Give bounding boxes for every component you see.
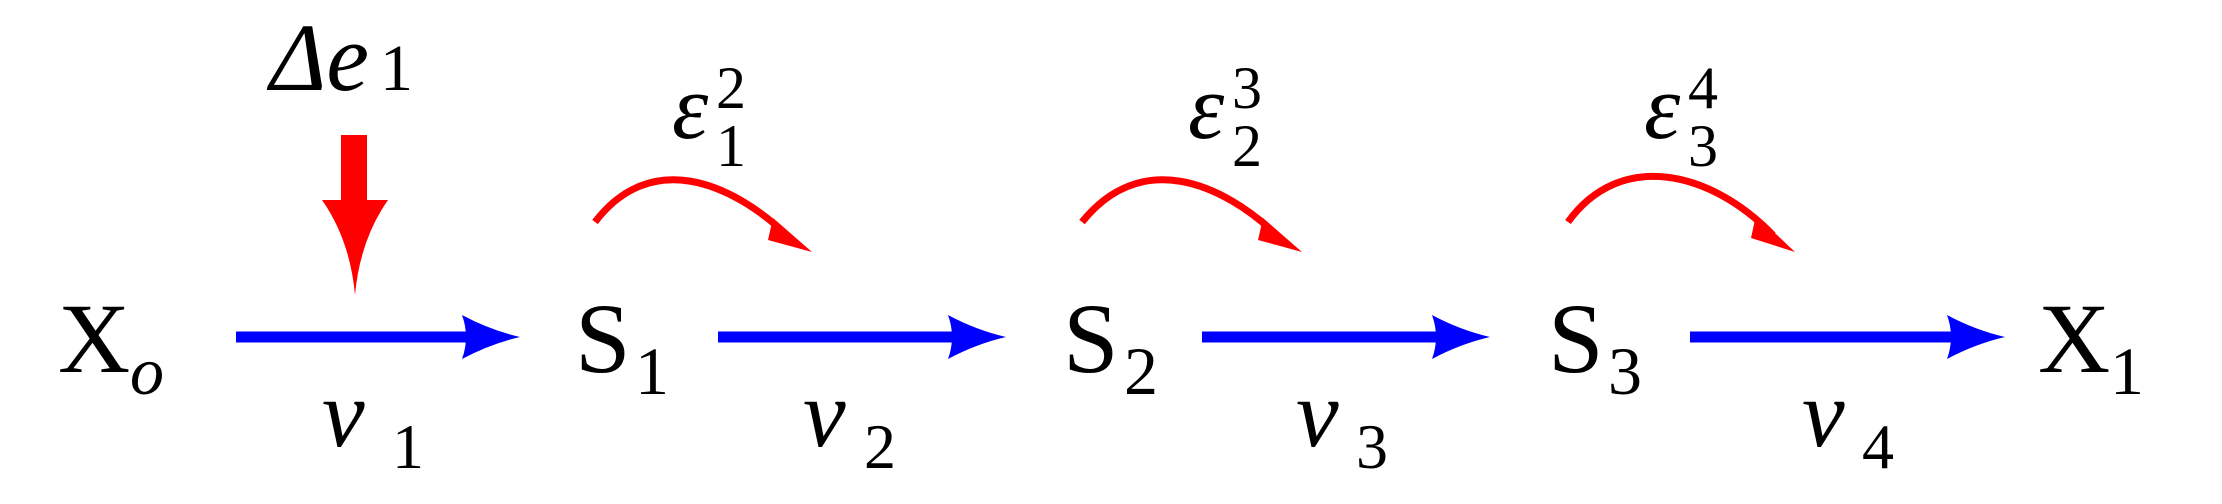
- node-s1-sub: 1: [635, 333, 669, 409]
- flux-arrow-v4: [1690, 315, 2005, 359]
- eps-3-base: ε: [1644, 56, 1681, 158]
- node-s3-base: S: [1548, 283, 1604, 394]
- node-x-o-sub: o: [130, 333, 164, 409]
- rate-label-v2: v 2: [803, 360, 896, 482]
- rate-v4-base: v: [1802, 360, 1845, 467]
- eps-1-sup: 2: [716, 55, 746, 121]
- eps-1-sub: 1: [716, 113, 746, 179]
- eps-2-sub: 2: [1232, 113, 1262, 179]
- node-x1-sub: 1: [2110, 333, 2144, 409]
- perturbation-base: Δe: [266, 4, 369, 111]
- elasticity-label-2: ε 3 2: [1188, 55, 1262, 179]
- rate-label-v1: v 1: [322, 360, 424, 482]
- node-s2-base: S: [1063, 283, 1119, 394]
- node-x-o-base: X: [58, 283, 130, 394]
- node-s2: S 2: [1063, 283, 1158, 409]
- perturbation-sub: 1: [380, 32, 413, 105]
- node-x1: X 1: [2038, 283, 2144, 409]
- elasticity-arrow-2: [1079, 176, 1302, 252]
- flux-arrow-v1: [236, 315, 520, 359]
- rate-v1-base: v: [322, 360, 365, 467]
- perturbation-arrow: [322, 135, 388, 295]
- node-x-o: X o: [58, 283, 164, 409]
- rate-label-v4: v 4: [1802, 360, 1894, 482]
- flux-arrow-v3: [1202, 315, 1490, 359]
- node-s2-sub: 2: [1124, 333, 1158, 409]
- rate-label-v3: v 3: [1296, 360, 1388, 482]
- flux-arrow-v2: [718, 315, 1006, 359]
- eps-3-sub: 3: [1688, 113, 1718, 179]
- node-s3: S 3: [1548, 283, 1642, 409]
- elasticity-arrow-3: [1565, 173, 1795, 252]
- rate-v3-base: v: [1296, 360, 1339, 467]
- perturbation-label: Δe 1: [266, 4, 413, 111]
- eps-2-sup: 3: [1232, 55, 1262, 121]
- rate-v4-sub: 4: [1862, 411, 1894, 482]
- elasticity-arrow-1: [592, 176, 812, 252]
- eps-3-sup: 4: [1688, 55, 1718, 121]
- node-s3-sub: 3: [1608, 333, 1642, 409]
- rate-v2-base: v: [803, 360, 846, 467]
- rate-v3-sub: 3: [1356, 411, 1388, 482]
- eps-1-base: ε: [672, 56, 709, 158]
- rate-v1-sub: 1: [392, 411, 424, 482]
- elasticity-label-3: ε 4 3: [1644, 55, 1718, 179]
- node-s1: S 1: [575, 283, 669, 409]
- eps-2-base: ε: [1188, 56, 1225, 158]
- node-x1-base: X: [2038, 283, 2110, 394]
- elasticity-label-1: ε 2 1: [672, 55, 746, 179]
- node-s1-base: S: [575, 283, 631, 394]
- rate-v2-sub: 2: [864, 411, 896, 482]
